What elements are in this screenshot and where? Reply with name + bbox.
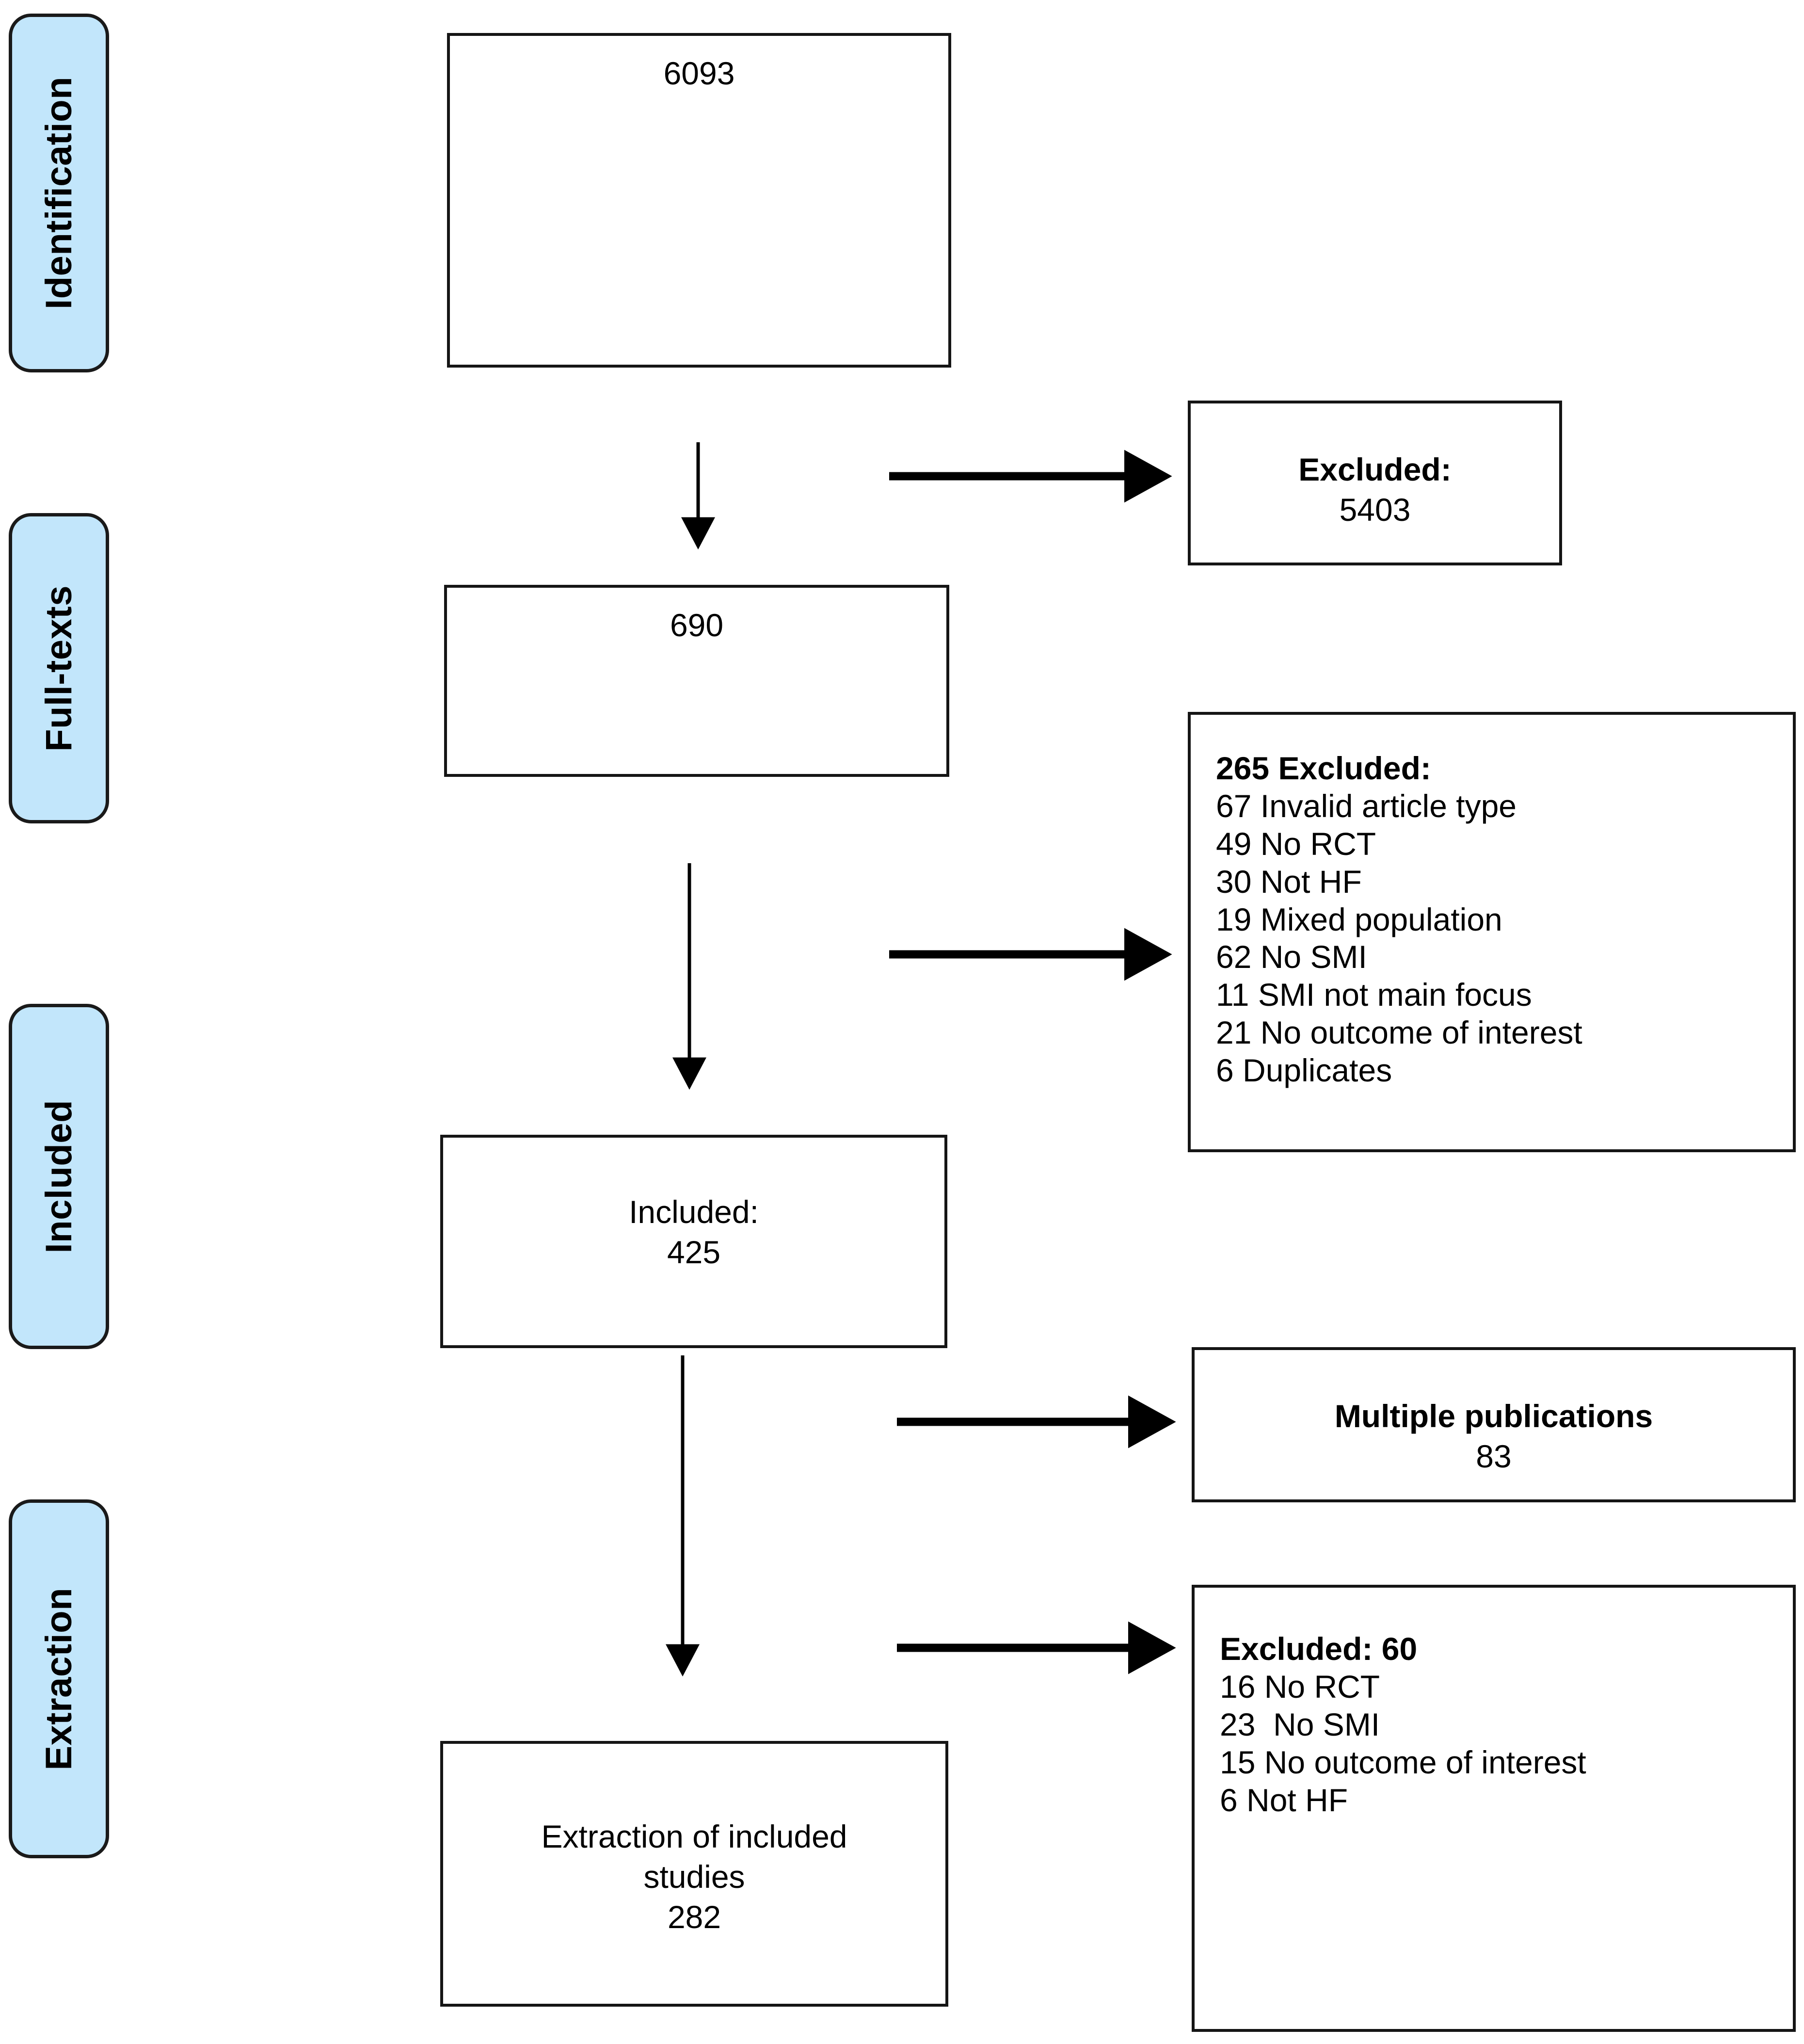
excluded-full-text-reason: 67 Invalid article type [1216, 788, 1517, 824]
multiple-publications-count: 83 [1476, 1438, 1512, 1475]
excluded-full-text-reason: 19 Mixed population [1216, 901, 1502, 937]
excluded-extraction-reason: 15 No outcome of interest [1220, 1744, 1586, 1780]
excluded-extraction-reason: 16 No RCT [1220, 1668, 1380, 1705]
excluded-full-text-reason: 49 No RCT [1216, 825, 1376, 862]
excluded-extraction-reason: 6 Not HF [1220, 1782, 1348, 1818]
excluded-screening-title: Excluded: [1298, 451, 1452, 487]
excluded-full-text-reason: 30 Not HF [1216, 863, 1362, 900]
excluded-extraction-reason: 23 No SMI [1220, 1706, 1380, 1742]
extraction-included-line2: studies [643, 1859, 745, 1895]
excluded-full-text-reason: 6 Duplicates [1216, 1052, 1392, 1088]
box-included-studies: Included: 425 [440, 1135, 947, 1348]
excluded-full-text-reason: 21 No outcome of interest [1216, 1014, 1582, 1051]
box-extraction-included: Extraction of included studies 282 [440, 1741, 948, 2007]
full-texts-assessed-count: 690 [670, 607, 724, 643]
phase-tab-included-label: Included [38, 1099, 80, 1254]
phase-tab-identification[interactable]: Identification [9, 14, 109, 372]
included-studies-count: 425 [667, 1234, 721, 1271]
excluded-full-text-title: 265 Excluded: [1216, 750, 1431, 786]
phase-tab-extraction-label: Extraction [38, 1587, 80, 1770]
phase-tab-full-texts[interactable]: Full-texts [9, 513, 109, 823]
included-studies-title: Included: [629, 1194, 759, 1230]
excluded-full-text-reason: 11 SMI not main focus [1216, 977, 1532, 1013]
box-multiple-publications: Multiple publications 83 [1192, 1347, 1796, 1502]
phase-tab-identification-label: Identification [38, 77, 80, 309]
excluded-screening-count: 5403 [1339, 492, 1411, 528]
phase-tab-extraction[interactable]: Extraction [9, 1499, 109, 1858]
extraction-included-count: 282 [667, 1899, 721, 1935]
box-excluded-screening: Excluded: 5403 [1188, 401, 1562, 565]
extraction-included-line1: Extraction of included [541, 1819, 847, 1854]
excluded-full-text-reason: 62 No SMI [1216, 939, 1367, 975]
box-full-texts-assessed: 690 [444, 585, 949, 777]
box-records-identified: 6093 [447, 33, 951, 368]
box-excluded-extraction: Excluded: 60 16 No RCT 23 No SMI 15 No o… [1192, 1585, 1796, 2032]
phase-tab-full-texts-label: Full-texts [38, 585, 80, 752]
excluded-extraction-title: Excluded: 60 [1220, 1631, 1418, 1667]
box-excluded-full-text: 265 Excluded: 67 Invalid article type 49… [1188, 712, 1796, 1152]
records-identified-count: 6093 [663, 55, 735, 91]
phase-tab-included[interactable]: Included [9, 1004, 109, 1349]
multiple-publications-title: Multiple publications [1334, 1398, 1653, 1434]
